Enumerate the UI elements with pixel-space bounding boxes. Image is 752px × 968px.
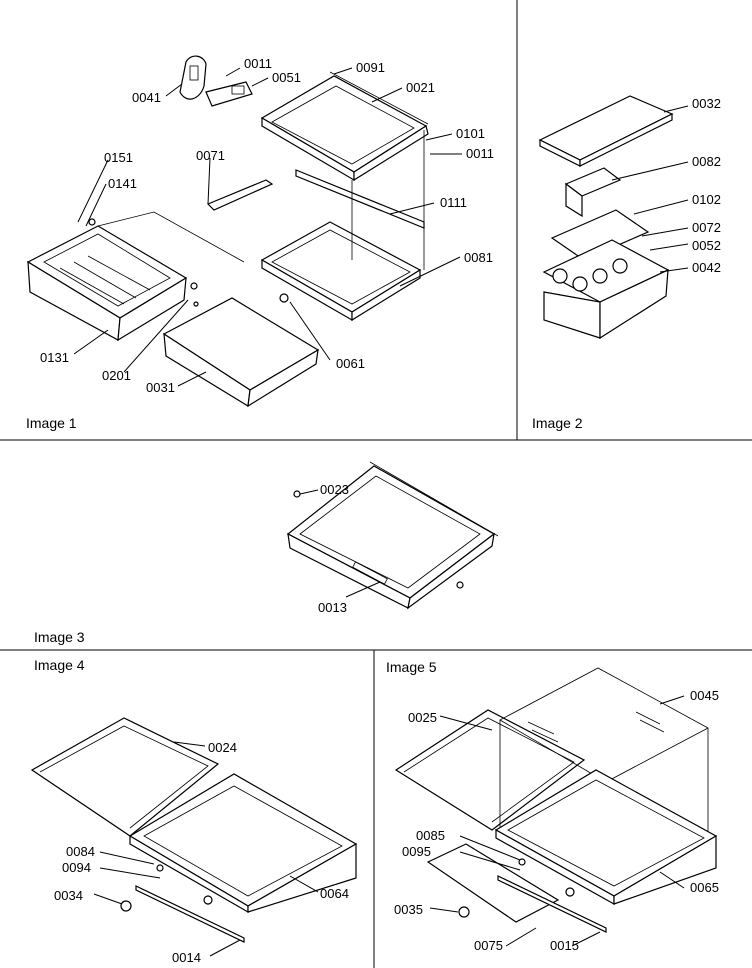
- label-0095: 0095: [402, 844, 431, 859]
- shelf-assembly: [286, 465, 496, 599]
- label-0075: 0075: [474, 938, 503, 953]
- label-0071: 0071: [196, 148, 225, 163]
- label-0081: 0081: [464, 250, 493, 265]
- panel-captions: Image 1 Image 2 Image 3 Image 4 Image 5: [26, 415, 583, 675]
- control-housing: [179, 55, 207, 100]
- label-0051: 0051: [272, 70, 301, 85]
- panel-image-2: [538, 95, 689, 340]
- label-0011a: 0011: [244, 56, 272, 71]
- label-0025: 0025: [408, 710, 437, 725]
- label-0034: 0034: [54, 888, 83, 903]
- control-bracket: [205, 81, 253, 107]
- glass-shelf-0025: [394, 709, 586, 831]
- label-0032: 0032: [692, 96, 721, 111]
- part-labels: 0041 0011 0051 0091 0021 0101 0011 0071 …: [40, 56, 721, 965]
- label-0014: 0014: [172, 950, 201, 965]
- label-0024: 0024: [208, 740, 237, 755]
- caption-image-4: Image 4: [34, 657, 85, 673]
- label-0061: 0061: [336, 356, 365, 371]
- label-0031: 0031: [146, 380, 175, 395]
- label-0013: 0013: [318, 600, 347, 615]
- label-0131: 0131: [40, 350, 69, 365]
- caption-image-5: Image 5: [386, 659, 437, 675]
- label-0011b: 0011: [466, 146, 494, 161]
- label-0023: 0023: [320, 482, 349, 497]
- egg-tray: [550, 209, 650, 261]
- label-0094: 0094: [62, 860, 91, 875]
- caption-image-2: Image 2: [532, 415, 583, 431]
- label-0101: 0101: [456, 126, 485, 141]
- label-0015: 0015: [550, 938, 579, 953]
- panel-image-5: [394, 667, 718, 947]
- label-0085: 0085: [416, 828, 445, 843]
- caption-image-1: Image 1: [26, 415, 77, 431]
- label-0151: 0151: [104, 150, 133, 165]
- panel-image-1: [26, 55, 462, 408]
- label-0072: 0072: [692, 220, 721, 235]
- label-0084: 0084: [66, 844, 95, 859]
- label-0091: 0091: [356, 60, 385, 75]
- glass-shelf-0024: [30, 717, 220, 837]
- label-0035: 0035: [394, 902, 423, 917]
- label-0065: 0065: [690, 880, 719, 895]
- label-0102: 0102: [692, 192, 721, 207]
- label-0064: 0064: [320, 886, 349, 901]
- drawer-front-0075: [426, 843, 560, 923]
- label-0052: 0052: [692, 238, 721, 253]
- label-0042: 0042: [692, 260, 721, 275]
- front-trim-0014: [135, 885, 245, 943]
- label-0111: 0111: [440, 195, 467, 210]
- slide-rail: [206, 179, 274, 211]
- front-trim-0015: [497, 875, 607, 933]
- glass-rail: [295, 169, 425, 229]
- panel-image-3: [286, 461, 499, 610]
- caption-image-3: Image 3: [34, 629, 85, 645]
- label-0041: 0041: [132, 90, 161, 105]
- label-0021: 0021: [406, 80, 435, 95]
- label-0141: 0141: [108, 176, 137, 191]
- label-0082: 0082: [692, 154, 721, 169]
- label-0201: 0201: [102, 368, 131, 383]
- label-0045: 0045: [690, 688, 719, 703]
- panel-image-4: [30, 717, 358, 957]
